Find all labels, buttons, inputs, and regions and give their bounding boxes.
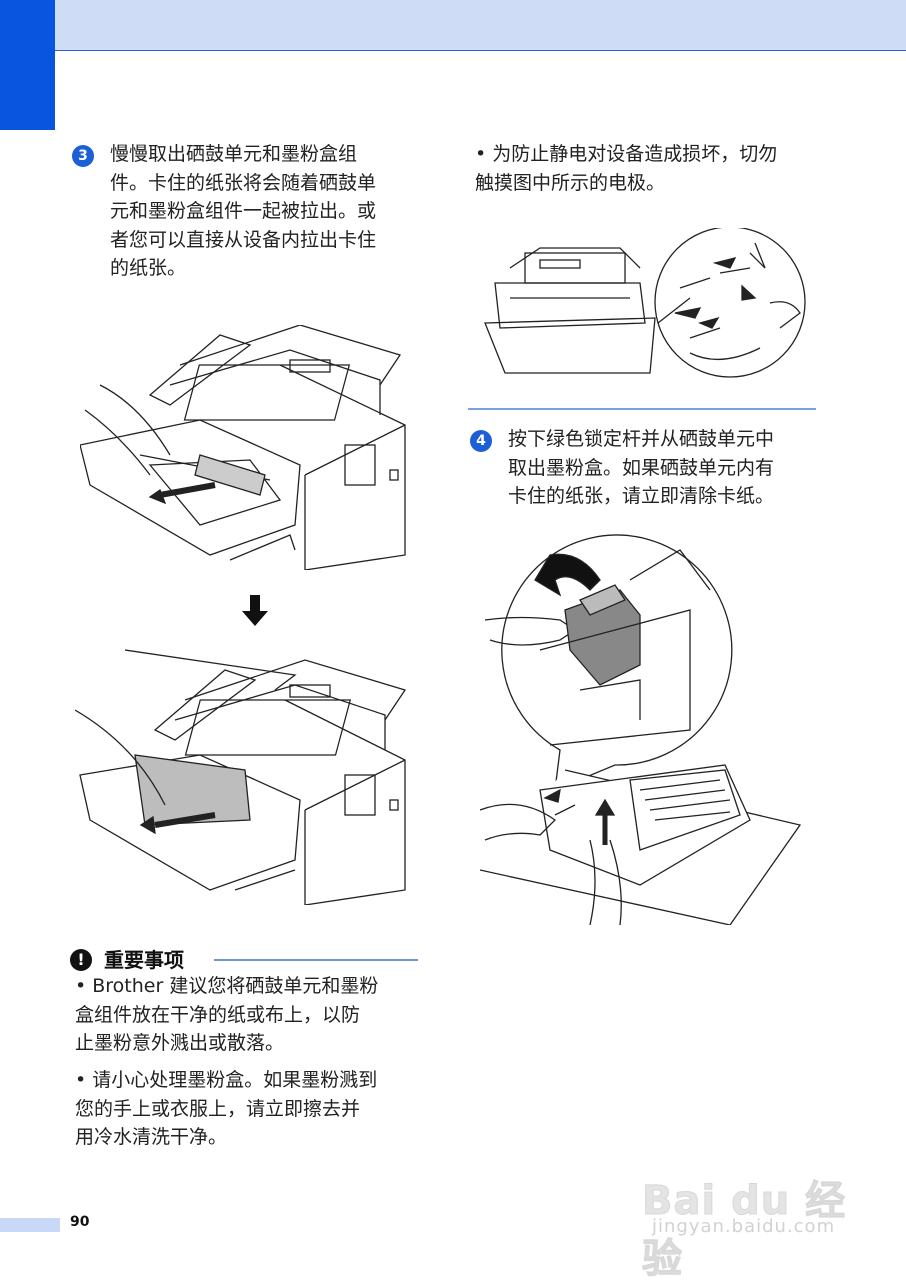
static-warning-bullet: • 为防止静电对设备造成损坏，切勿 触摸图中所示的电极。	[475, 140, 820, 197]
important-line: • Brother 建议您将硒鼓单元和墨粉	[75, 975, 379, 997]
step-4-line: 卡住的纸张，请立即清除卡纸。	[508, 485, 775, 507]
printer-paper-removal-illustration	[75, 649, 407, 905]
chapter-tab	[0, 0, 55, 130]
important-line: 用冷水清洗干净。	[75, 1126, 228, 1148]
important-line: • 请小心处理墨粉盒。如果墨粉溅到	[75, 1069, 378, 1091]
step-4-line: 取出墨粉盒。如果硒鼓单元内有	[508, 456, 775, 479]
step-3-line: 的纸张。	[110, 257, 187, 279]
important-bullet-1: • Brother 建议您将硒鼓单元和墨粉 盒组件放在干净的纸或布上，以防 止墨…	[75, 972, 420, 1058]
step-3-text: 慢慢取出硒鼓单元和墨粉盒组 件。卡住的纸张将会随着硒鼓单 元和墨粉盒组件一起被拉…	[110, 140, 420, 283]
warning-icon: !	[70, 949, 92, 971]
column-divider	[468, 408, 816, 410]
static-line: • 为防止静电对设备造成损坏，切勿	[475, 143, 778, 165]
step-4-badge: 4	[470, 430, 492, 452]
baidu-watermark-logo: Bai du 经验	[642, 1178, 847, 1283]
electrode-illustration	[484, 228, 806, 378]
step-4-text: 按下绿色锁定杆并从硒鼓单元中 取出墨粉盒。如果硒鼓单元内有 卡住的纸张，请立即清…	[508, 425, 818, 511]
step-3-badge: 3	[72, 145, 94, 167]
footer-bar	[0, 1218, 60, 1232]
static-line: 触摸图中所示的电极。	[475, 171, 666, 194]
important-note-header: ! 重要事项	[70, 945, 418, 975]
step-4-line: 按下绿色锁定杆并从硒鼓单元中	[508, 428, 775, 450]
header-band	[0, 0, 906, 51]
step-3-line: 者您可以直接从设备内拉出卡住	[110, 228, 377, 251]
step-3-line: 元和墨粉盒组件一起被拉出。或	[110, 200, 377, 222]
important-line: 盒组件放在干净的纸或布上，以防	[75, 1003, 361, 1026]
page-number: 90	[70, 1214, 90, 1230]
down-arrow-icon	[242, 595, 268, 626]
important-line: 您的手上或衣服上，请立即擦去并	[75, 1097, 361, 1120]
important-bullet-2: • 请小心处理墨粉盒。如果墨粉溅到 您的手上或衣服上，请立即擦去并 用冷水清洗干…	[75, 1066, 420, 1152]
important-note-title: 重要事项	[104, 948, 184, 972]
step-3-line: 慢慢取出硒鼓单元和墨粉盒组	[110, 143, 358, 165]
note-divider	[214, 959, 418, 961]
baidu-watermark-url: jingyan.baidu.com	[652, 1216, 836, 1237]
drum-toner-illustration	[480, 534, 802, 925]
printer-open-illustration	[80, 325, 406, 570]
step-3-line: 件。卡住的纸张将会随着硒鼓单	[110, 171, 377, 194]
important-line: 止墨粉意外溅出或散落。	[75, 1032, 285, 1054]
